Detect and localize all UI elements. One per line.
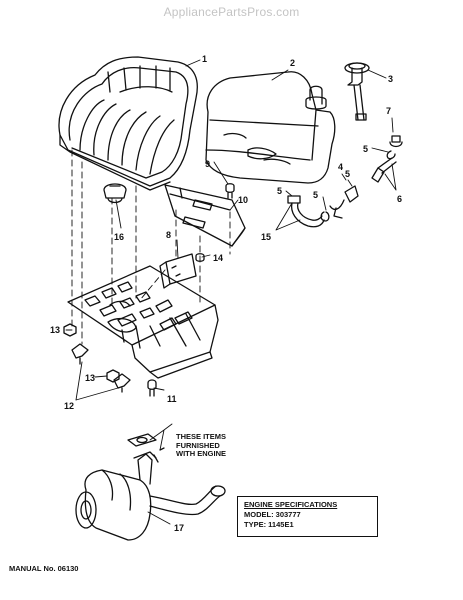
callout-8: 8 xyxy=(166,230,171,240)
callout-2: 2 xyxy=(290,58,295,68)
callout-11: 11 xyxy=(167,394,177,404)
seat-bracket xyxy=(164,184,246,247)
seat-clip xyxy=(103,183,127,204)
callout-5d: 5 xyxy=(277,186,282,196)
callout-3: 3 xyxy=(388,74,393,84)
engine-note: THESE ITEMS FURNISHED WITH ENGINE xyxy=(176,432,227,459)
fuel-gauge xyxy=(344,62,370,121)
callout-10: 10 xyxy=(238,195,248,205)
engine-note-line-3: WITH ENGINE xyxy=(176,449,226,458)
engine-note-line-1: THESE ITEMS xyxy=(176,432,227,441)
callout-4: 4 xyxy=(338,162,343,172)
engine-note-line-2: FURNISHED xyxy=(176,440,220,450)
engine-specifications-box: ENGINE SPECIFICATIONS MODEL: 303777 TYPE… xyxy=(237,496,378,537)
callout-13a: 13 xyxy=(50,325,60,335)
callout-14: 14 xyxy=(213,253,223,263)
callout-16: 16 xyxy=(114,232,124,242)
callout-5a: 5 xyxy=(363,144,368,154)
nut-13-upper xyxy=(63,323,77,337)
manual-number: MANUAL No. 06130 xyxy=(9,564,79,573)
bolt-11 xyxy=(147,379,157,397)
fuel-tank xyxy=(205,71,336,184)
callout-5b: 5 xyxy=(345,169,350,179)
callout-9: 9 xyxy=(205,159,210,169)
knob-upper xyxy=(71,343,89,365)
bracket-8 xyxy=(159,253,205,289)
callout-6: 6 xyxy=(397,194,402,204)
spec-heading: ENGINE SPECIFICATIONS xyxy=(244,500,338,509)
seat xyxy=(58,56,198,191)
callout-5c: 5 xyxy=(313,190,318,200)
callout-12: 12 xyxy=(64,401,74,411)
spec-type: TYPE: 1145E1 xyxy=(244,520,294,529)
callout-17: 17 xyxy=(174,523,184,533)
watermark: AppliancePartsPros.com xyxy=(163,5,300,19)
nut-13-lower xyxy=(106,369,120,383)
fuel-fittings xyxy=(287,135,403,228)
callout-7: 7 xyxy=(386,106,391,116)
muffler xyxy=(75,433,226,541)
callout-1: 1 xyxy=(202,54,207,64)
callout-15: 15 xyxy=(261,232,271,242)
spec-model: MODEL: 303777 xyxy=(244,510,301,519)
knob-lower xyxy=(113,373,131,393)
seat-frame xyxy=(67,265,219,379)
callout-13b: 13 xyxy=(85,373,95,383)
